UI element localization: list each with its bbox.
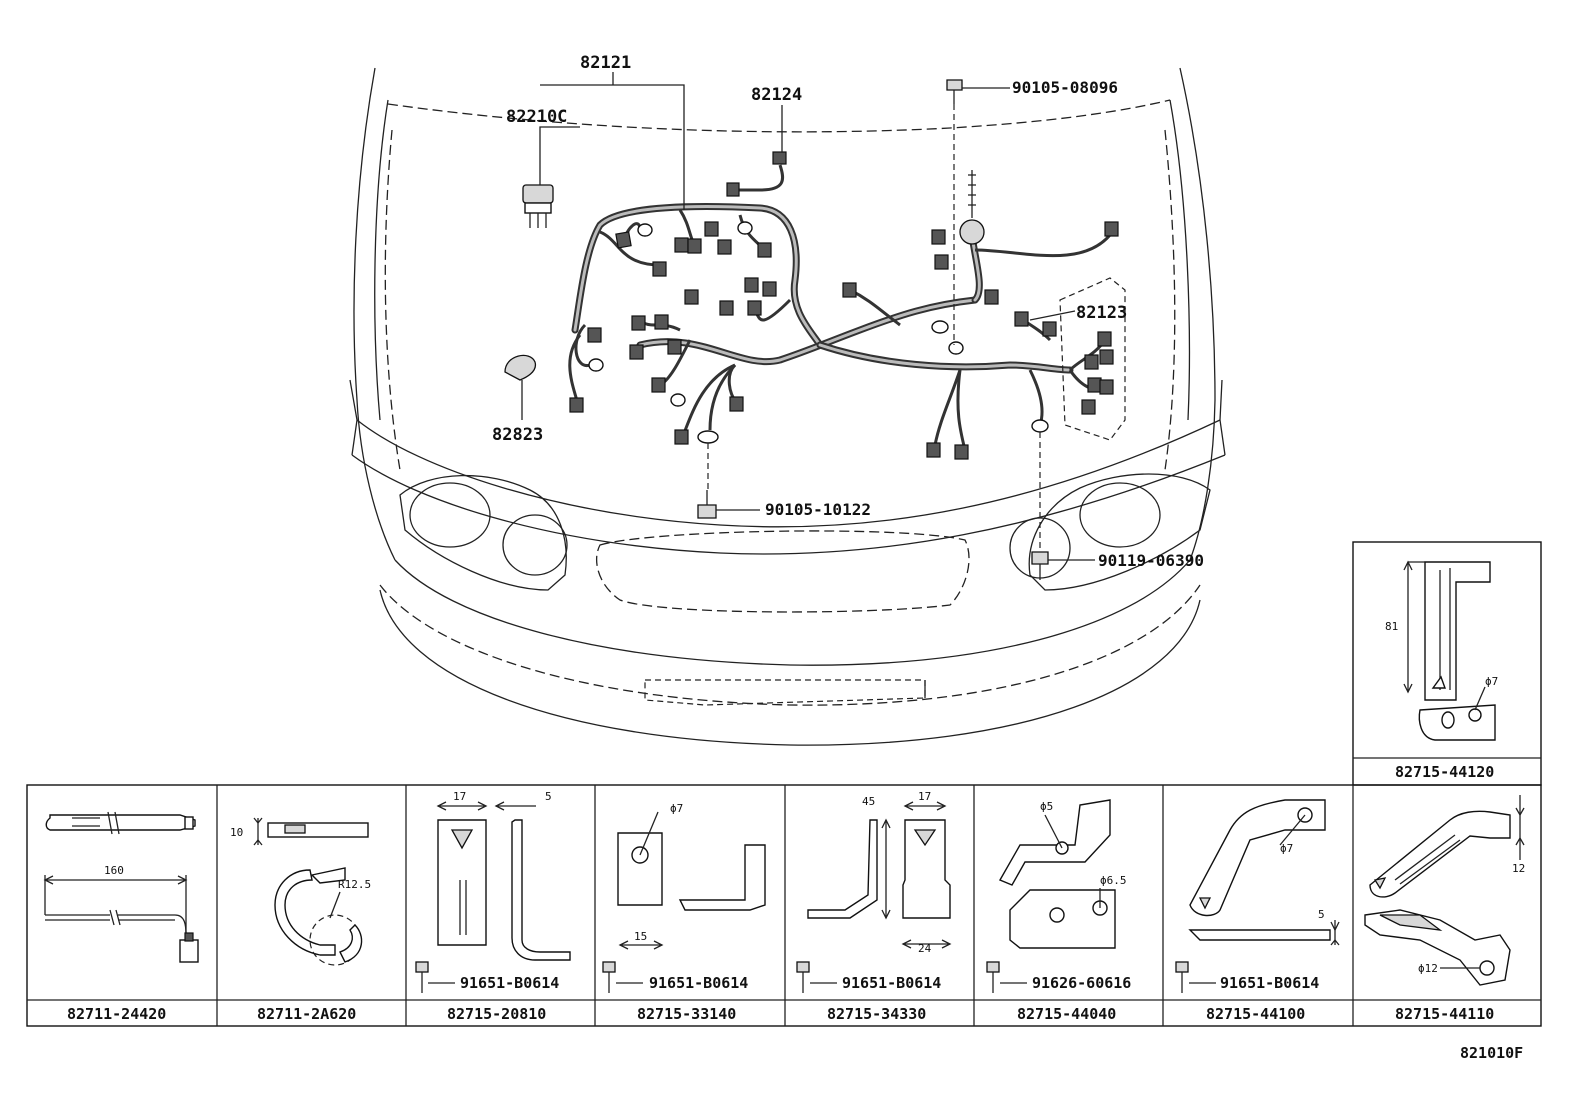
dim-12: 12	[1512, 862, 1525, 875]
fastener-91651-B0614-c: 91651-B0614	[842, 974, 941, 992]
part-no-82715-44110: 82715-44110	[1395, 1005, 1494, 1023]
part-no-82715-44040: 82715-44040	[1017, 1005, 1116, 1023]
panel-82715-34330: 45 17 24 91651-B0614 82715-34330	[796, 790, 952, 1023]
dim-15: 15	[634, 930, 647, 943]
callout-90105-08096: 90105-08096	[1012, 78, 1118, 97]
diagram-code: 821010F	[1460, 1044, 1523, 1062]
callout-82121: 82121	[580, 53, 631, 73]
part-no-82715-33140: 82715-33140	[637, 1005, 736, 1023]
bolt-symbols	[697, 79, 1049, 580]
fastener-91651-B0614-b: 91651-B0614	[649, 974, 748, 992]
leader-lines	[521, 72, 1095, 561]
detail-panels: 160 82711-24420 10 R12.5 82711-2A620	[26, 784, 1542, 1027]
part-no-82715-44120: 82715-44120	[1395, 763, 1494, 781]
dim-10: 10	[230, 826, 243, 839]
panel-82711-2A620: 10 R12.5 82711-2A620	[230, 817, 371, 1023]
grommet-82823	[504, 354, 537, 381]
part-no-82711-24420: 82711-24420	[67, 1005, 166, 1023]
dim-81: 81	[1385, 620, 1398, 633]
car-outline	[349, 67, 1226, 746]
dim-5: 5	[545, 790, 552, 803]
callout-82823: 82823	[492, 425, 543, 445]
dim-phi7-c: ϕ7	[1280, 842, 1293, 855]
panel-82715-44040: ϕ5 ϕ6.5 91626-60616 82715-44040	[986, 799, 1131, 1023]
part-no-82715-20810: 82715-20810	[447, 1005, 546, 1023]
callout-90105-10122: 90105-10122	[765, 500, 871, 519]
dim-24: 24	[918, 942, 932, 955]
dim-phi7: ϕ7	[1485, 675, 1498, 688]
part-no-82711-2A620: 82711-2A620	[257, 1005, 356, 1023]
panel-82711-24420: 160 82711-24420	[43, 811, 199, 1023]
callout-82124: 82124	[751, 85, 802, 105]
callout-82123: 82123	[1076, 303, 1127, 323]
panel-82715-20810: 17 5 91651-B0614 82715-20810	[415, 790, 571, 1023]
dim-160: 160	[104, 864, 124, 877]
dim-phi6.5: ϕ6.5	[1100, 874, 1127, 887]
harness-connectors	[569, 151, 1119, 460]
engine-wire-harness	[568, 164, 1112, 451]
dim-5-b: 5	[1318, 908, 1325, 921]
detail-panel-82715-44120: 81 ϕ7 82715-44120	[1352, 541, 1542, 786]
panel-82715-44110: 12 ϕ12 82715-44110	[1364, 795, 1525, 1023]
fastener-91626-60616: 91626-60616	[1032, 974, 1131, 992]
dim-45: 45	[862, 795, 875, 808]
panel-82715-44100: ϕ7 5 91651-B0614 82715-44100	[1175, 799, 1340, 1023]
fastener-91651-B0614-a: 91651-B0614	[460, 974, 559, 992]
callout-labels: 82121 82210C 82124 90105-08096 82123 828…	[492, 53, 1204, 570]
dim-17: 17	[453, 790, 466, 803]
dim-phi5: ϕ5	[1040, 800, 1053, 813]
dim-phi7-b: ϕ7	[670, 802, 683, 815]
fastener-91651-B0614-d: 91651-B0614	[1220, 974, 1319, 992]
callout-90119-06390: 90119-06390	[1098, 551, 1204, 570]
part-no-82715-34330: 82715-34330	[827, 1005, 926, 1023]
relay-82210C	[522, 184, 554, 228]
part-no-82715-44100: 82715-44100	[1206, 1005, 1305, 1023]
panel-82715-33140: ϕ7 15 91651-B0614 82715-33140	[602, 802, 766, 1023]
dim-phi12: ϕ12	[1418, 962, 1438, 975]
callout-82210C: 82210C	[506, 107, 567, 127]
dim-R12.5: R12.5	[338, 878, 371, 891]
dim-17-b: 17	[918, 790, 931, 803]
